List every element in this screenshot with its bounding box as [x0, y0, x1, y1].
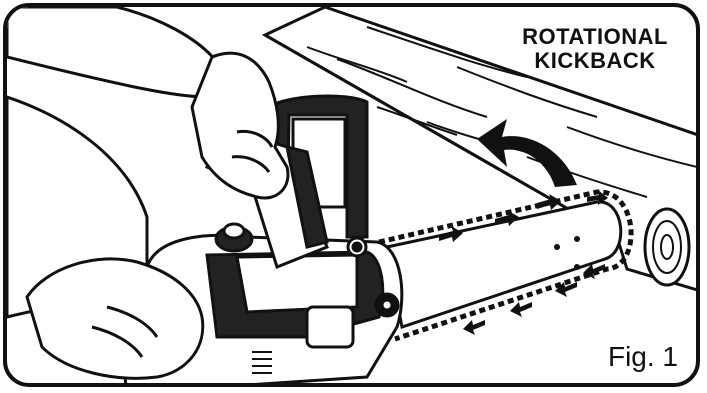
- diagram-title: ROTATIONAL KICKBACK: [522, 25, 668, 73]
- guide-bar: [379, 192, 631, 339]
- figure-frame: ROTATIONAL KICKBACK Fig. 1: [3, 3, 700, 387]
- lower-arm: [7, 97, 203, 378]
- title-line-1: ROTATIONAL: [522, 25, 668, 49]
- figure-label: Fig. 1: [604, 341, 682, 373]
- title-line-2: KICKBACK: [522, 49, 668, 73]
